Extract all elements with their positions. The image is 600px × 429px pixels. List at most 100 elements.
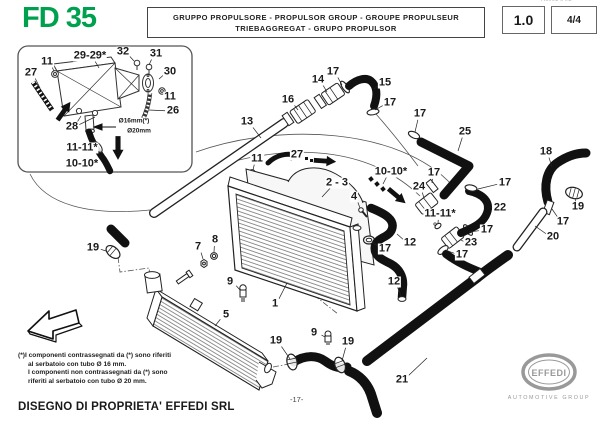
version-box: 1.0 [502,6,545,34]
plug-9 [239,284,332,345]
callout-29-29-: 29-29* [72,49,108,62]
callout-17: 17 [479,223,495,236]
callout-17: 17 [382,96,398,109]
model-title: FD 35 [22,2,97,34]
callout-11-11-: 11-11* [423,207,457,220]
hose-22 [457,187,492,237]
rod-27 [30,80,55,112]
hose-12 [366,203,408,302]
tube-20 [512,207,548,252]
callout-8: 8 [210,233,220,246]
callout-19: 19 [340,335,356,348]
callout-17: 17 [555,215,571,228]
clamp-19 [333,356,347,374]
fitting-14 [321,82,345,106]
expansion-tank [52,56,154,134]
pipe-13 [149,118,289,218]
callout-14: 14 [310,73,326,86]
footnote-line: riferiti al serbatoio con tubo Ø 20 mm. [28,377,147,385]
callout--16mm-: Ø16mm(*) [117,117,151,125]
page-index-box: 4/4 [551,6,597,34]
hose-18 [541,148,591,207]
band-21 [468,267,486,285]
hose-12-mouth [397,296,407,302]
effedi-logo: EFFEDI AUTOMOTIVE GROUP [508,353,590,401]
callout-13: 13 [239,115,255,128]
dim-arrows [92,123,116,131]
callout-27: 27 [23,66,39,79]
footnote-line: I componenti non contrassegnati da (*) s… [28,369,168,377]
callout-28: 28 [64,120,80,133]
page-number: -17- [290,395,304,404]
callout-17: 17 [377,242,393,255]
hose-25 [416,137,474,200]
stub-hose [106,224,130,248]
callout-10-10-: 10-10* [64,157,100,170]
clamp-19 [565,186,583,200]
intercooler [144,271,277,391]
radiator [227,176,366,312]
clamp-19 [105,244,121,260]
screw-4 [358,207,368,218]
callout-1: 1 [270,297,280,310]
callout-17: 17 [325,65,341,78]
bolt-icons-31-32 [133,59,153,74]
footnote-line: (*)I componenti contrassegnati da (*) so… [18,352,172,359]
hose-15 [345,74,381,110]
callout-15: 15 [377,76,393,89]
callout-19: 19 [85,241,101,254]
pipe-band [281,111,295,127]
callout-24: 24 [411,180,427,193]
callout-23: 23 [463,236,479,249]
callout-12: 12 [386,275,402,288]
callout-17: 17 [454,248,470,261]
callout-11: 11 [250,152,264,165]
footnote-block: (*)I componenti contrassegnati da (*) so… [18,352,171,386]
callout-30: 30 [162,65,178,78]
leader-lines [34,55,576,377]
callout-27: 27 [289,148,305,161]
hose-10 [368,176,386,192]
fitting-16 [289,99,316,124]
bolt-icon [175,269,194,285]
callout-20: 20 [545,230,561,243]
washer-8 [210,252,218,260]
clamp-17 [366,108,380,116]
hose-21-end [344,366,382,418]
logo-subtitle: AUTOMOTIVE GROUP [508,395,590,401]
callout-5: 5 [221,308,231,321]
callout-18: 18 [538,145,554,158]
callout-19: 19 [268,334,284,347]
callout-17: 17 [497,176,513,189]
direction-arrow [27,309,83,343]
logo-text: EFFEDI [531,368,566,378]
revision-note: Rev01 04/2 [541,0,572,3]
callout--20mm: Ø20mm [126,127,152,135]
band-17 [425,178,439,194]
assembly-title-line1: GRUPPO PROPULSORE - PROPULSOR GROUP - GR… [172,13,460,22]
callout-10-10-: 10-10* [373,165,409,178]
footnote-line: al serbatoio con tubo Ø 16 mm. [28,360,127,368]
callout-26: 26 [165,104,181,117]
callout-17: 17 [426,166,442,179]
clamp-17 [464,184,478,192]
callout-11-11-: 11-11* [65,141,99,154]
clamp-17 [407,130,421,140]
callout-7: 7 [193,240,203,253]
callout-25: 25 [457,125,473,138]
callout-22: 22 [492,201,508,214]
callout-11: 11 [40,55,54,68]
pipe-band [313,93,328,110]
callout-11: 11 [163,90,177,103]
assembly-title-line2: TRIEBAGGREGAT - GRUPO PROPULSOR [235,24,397,33]
callout-19: 19 [570,200,586,213]
assembly-title-box: GRUPPO PROPULSORE - PROPULSOR GROUP - GR… [147,7,485,38]
callout-2-3: 2 - 3 [324,176,350,189]
callout-21: 21 [394,373,410,386]
callout-31: 31 [148,47,164,60]
callout-32: 32 [115,45,131,58]
nut-7 [200,258,208,269]
